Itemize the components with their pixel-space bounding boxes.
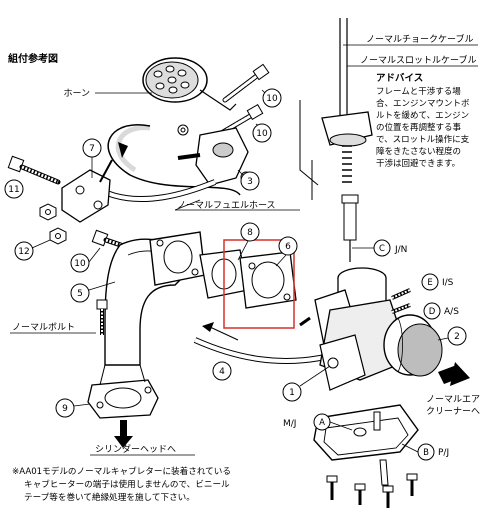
carb-top-cap [321,111,373,262]
svg-text:10: 10 [256,129,268,139]
svg-text:キャブヒーターの端子は使用しませんので、ビニール: キャブヒーターの端子は使用しませんので、ビニール [24,478,230,490]
fuel-hose-label: ノーマルフュエルホース [177,200,276,211]
part-7-callout: 7 [82,138,102,178]
part-10c-callout: 10 [70,247,101,273]
part-5-callout: 5 [70,281,116,303]
normal-bolt [96,299,108,335]
air-cleaner-label-1: ノーマルエア [426,395,480,405]
svg-text:D: D [429,307,436,317]
svg-text:11: 11 [8,185,19,195]
svg-text:フレームと干渉する場: フレームと干渉する場 [376,86,461,97]
part-6-callout: 6 [275,236,298,267]
svg-text:10: 10 [266,94,278,104]
svg-text:6: 6 [285,242,291,252]
part-2-callout: 2 [437,326,467,346]
part-9-callout: 9 [55,398,91,418]
svg-text:2: 2 [454,332,460,342]
bracket-part-7 [61,159,113,223]
part-1-callout: 1 [282,365,331,402]
svg-text:I/S: I/S [442,278,454,288]
nut-part-12 [49,227,67,245]
normal-bolt-label: ノーマルボルト [12,322,75,333]
idle-screw [391,288,411,300]
air-filter-part-2 [383,314,443,377]
horn-part [142,57,237,111]
to-cylinder-head-arrow [114,420,133,448]
part-10a-callout: 10 [261,88,282,108]
svg-text:B: B [423,448,429,458]
svg-text:の位置を再調整する事: の位置を再調整する事 [376,122,462,133]
fuel-joint-part-3 [177,124,252,186]
diagram-title: 組付参考図 [8,52,58,65]
svg-text:7: 7 [89,144,95,154]
fuel-hose [98,179,217,203]
as-callout: D A/S [423,302,459,320]
part-10b-callout: 10 [252,123,272,143]
svg-text:C: C [379,244,385,254]
part-11-callout: 11 [4,179,24,199]
svg-text:9: 9 [62,404,68,414]
svg-text:5: 5 [77,289,83,299]
part-3-callout: 3 [237,169,260,191]
to-cylinder-head-label: シリンダーヘッドへ [95,443,176,455]
svg-text:A: A [319,418,325,428]
to-air-cleaner-arrow [438,362,470,386]
svg-text:8: 8 [247,228,253,238]
svg-text:J/N: J/N [394,245,407,255]
svg-text:障をきたさない程度の: 障をきたさない程度の [376,146,461,157]
svg-text:で、スロットル操作に支: で、スロットル操作に支 [376,134,470,145]
svg-text:※AA01モデルのノーマルキャブレターに装着されている: ※AA01モデルのノーマルキャブレターに装着されている [12,465,231,477]
jn-callout: C J/N [352,239,407,257]
bolt-11 [7,155,61,185]
part-8-callout: 8 [237,222,260,261]
svg-text:ルトを緩めて、エンジン: ルトを緩めて、エンジン [376,110,469,121]
air-cleaner-label-2: クリーナーへ [426,406,480,417]
pj-callout: B P/J [401,443,449,461]
bottom-note: ※AA01モデルのノーマルキャブレターに装着されている キャブヒーターの端子は使… [12,465,231,503]
mj-callout: M/J A [283,413,353,431]
part-4-callout: 4 [212,361,232,381]
svg-text:3: 3 [247,177,253,187]
svg-text:干渉は回避できます。: 干渉は回避できます。 [376,158,460,169]
bowl-screws [326,473,418,508]
svg-text:合、エンジンマウントボ: 合、エンジンマウントボ [376,98,470,109]
throttle-cable-label: ノーマルスロットルケーブル [360,54,476,66]
svg-text:M/J: M/J [283,419,296,429]
float-bowl [313,404,419,486]
spacer-part-6 [239,251,297,309]
air-screw [391,303,411,314]
horn-label: ホーン [63,88,90,99]
svg-text:A/S: A/S [444,307,459,317]
svg-text:テープ等を巻いて絶縁処理を施して下さい。: テープ等を巻いて絶縁処理を施して下さい。 [24,491,195,503]
svg-text:E: E [427,278,432,288]
gasket-part-9 [87,379,159,419]
svg-text:10: 10 [74,259,86,269]
cables [299,18,348,200]
intake-manifold-part-5 [104,231,206,366]
svg-text:アドバイス: アドバイス [376,72,423,84]
svg-text:4: 4 [219,367,225,377]
part-12-callout: 12 [14,239,51,261]
choke-cable-label: ノーマルチョークケーブル [366,33,473,45]
bolt-10-upper [222,63,270,103]
highlight-box [223,239,295,329]
svg-text:12: 12 [18,247,29,257]
svg-text:1: 1 [289,388,295,398]
is-callout: E I/S [421,273,454,291]
advice-box: アドバイス フレームと干渉する場 合、エンジンマウントボ ルトを緩めて、エンジン… [376,72,470,169]
svg-text:P/J: P/J [438,448,449,458]
